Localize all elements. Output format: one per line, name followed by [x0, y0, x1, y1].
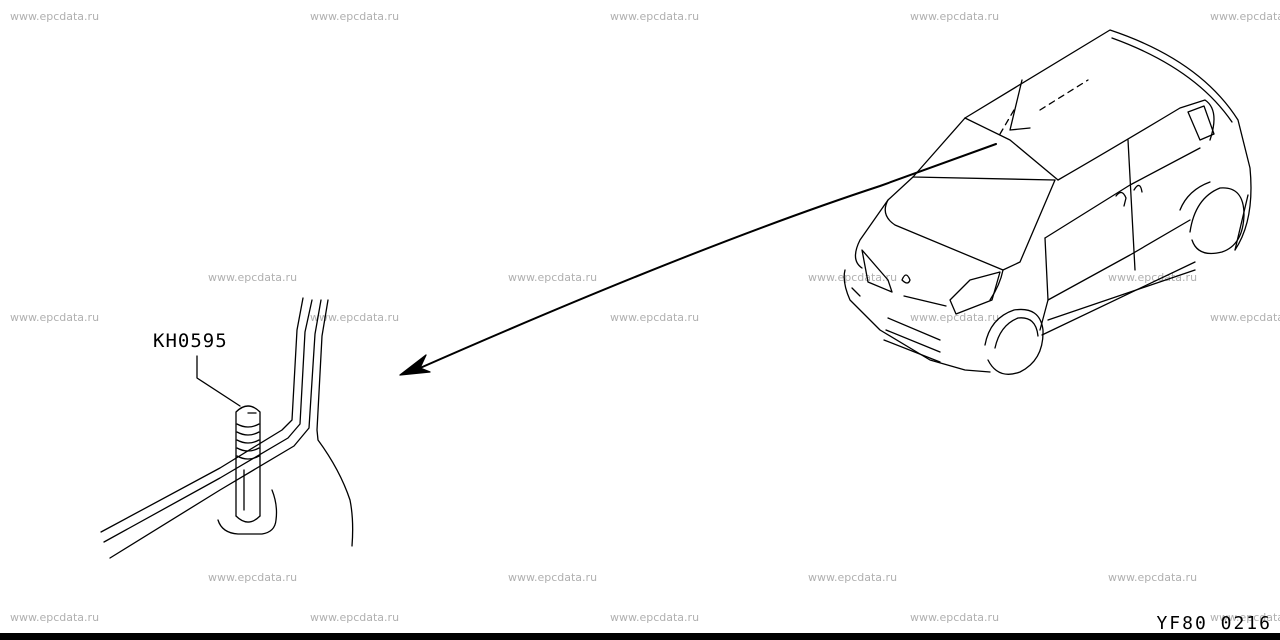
- watermark-text: www.epcdata.ru: [910, 10, 1000, 23]
- watermark-text: www.epcdata.ru: [610, 611, 700, 624]
- location-arrow: [399, 143, 997, 376]
- vehicle-outline: [843, 29, 1252, 375]
- watermark-text: www.epcdata.ru: [910, 311, 1000, 324]
- watermark-text: www.epcdata.ru: [610, 311, 700, 324]
- watermark-text: www.epcdata.ru: [610, 10, 700, 23]
- watermark-text: www.epcdata.ru: [1210, 611, 1280, 624]
- watermark-text: www.epcdata.ru: [1210, 311, 1280, 324]
- watermark-text: www.epcdata.ru: [10, 10, 100, 23]
- watermark-text: www.epcdata.ru: [10, 611, 100, 624]
- watermark-text: www.epcdata.ru: [310, 311, 400, 324]
- label-leader-line: [196, 355, 241, 407]
- watermark-text: www.epcdata.ru: [808, 271, 898, 284]
- watermark-text: www.epcdata.ru: [910, 611, 1000, 624]
- watermark-text: www.epcdata.ru: [508, 571, 598, 584]
- watermark-text: www.epcdata.ru: [1210, 10, 1280, 23]
- stud-bolt: [235, 405, 261, 523]
- watermark-text: www.epcdata.ru: [808, 571, 898, 584]
- watermark-text: www.epcdata.ru: [310, 10, 400, 23]
- watermark-text: www.epcdata.ru: [10, 311, 100, 324]
- bottom-border: [0, 633, 1280, 640]
- watermark-text: www.epcdata.ru: [1108, 271, 1198, 284]
- body-panel-detail: [100, 297, 354, 559]
- watermark-text: www.epcdata.ru: [310, 611, 400, 624]
- watermark-text: www.epcdata.ru: [508, 271, 598, 284]
- watermark-text: www.epcdata.ru: [208, 571, 298, 584]
- watermark-text: www.epcdata.ru: [1108, 571, 1198, 584]
- watermark-text: www.epcdata.ru: [208, 271, 298, 284]
- part-number-label: KH0595: [153, 330, 228, 352]
- figure-code: YF80 0216: [1156, 613, 1272, 634]
